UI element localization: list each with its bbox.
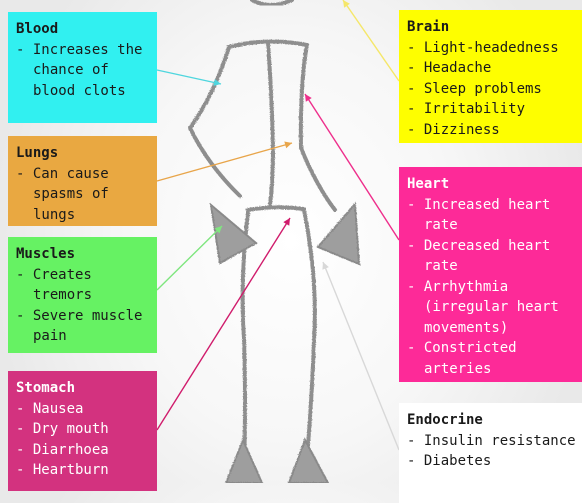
lungs-box: Lungs Can cause spasms of lungs xyxy=(8,136,157,226)
blood-list: Increases the chance of blood clots xyxy=(16,40,151,102)
heart-list: Increased heart rate Decreased heart rat… xyxy=(407,195,582,380)
heart-connector-arrowhead xyxy=(305,94,312,102)
stomach-item: Nausea xyxy=(16,399,151,420)
brain-box: Brain Light-headedness Headache Sleep pr… xyxy=(399,10,582,143)
figure-left-arm xyxy=(190,47,240,196)
stomach-title: Stomach xyxy=(16,378,151,399)
endocrine-title: Endocrine xyxy=(407,410,582,431)
blood-title: Blood xyxy=(16,19,151,40)
muscles-connector-line xyxy=(157,226,222,290)
brain-list: Light-headedness Headache Sleep problems… xyxy=(407,38,582,141)
brain-connector-arrowhead xyxy=(343,0,350,8)
endocrine-box: Endocrine Insulin resistance Diabetes xyxy=(399,403,582,503)
figure-left-foot xyxy=(226,440,262,483)
stomach-box: Stomach Nausea Dry mouth Diarrhoea Heart… xyxy=(8,371,157,491)
lungs-list: Can cause spasms of lungs xyxy=(16,164,151,226)
heart-item: Constricted arteries xyxy=(407,338,582,379)
stomach-item: Diarrhoea xyxy=(16,440,151,461)
muscles-title: Muscles xyxy=(16,244,151,265)
endocrine-list: Insulin resistance Diabetes xyxy=(407,431,582,472)
blood-connector-line xyxy=(157,70,221,84)
figure-head xyxy=(252,0,292,5)
brain-item: Dizziness xyxy=(407,120,582,141)
figure-right-hand xyxy=(318,204,359,264)
lungs-title: Lungs xyxy=(16,143,151,164)
brain-connector-line xyxy=(343,0,399,81)
figure-hips xyxy=(248,207,304,210)
brain-item: Light-headedness xyxy=(407,38,582,59)
figure-right-arm xyxy=(301,45,335,210)
stomach-list: Nausea Dry mouth Diarrhoea Heartburn xyxy=(16,399,151,481)
brain-item: Irritability xyxy=(407,99,582,120)
endocrine-connector-line xyxy=(323,262,399,450)
heart-title: Heart xyxy=(407,174,582,195)
endocrine-item: Insulin resistance xyxy=(407,431,582,452)
lungs-item: Can cause spasms of lungs xyxy=(16,164,151,226)
heart-item: Decreased heart rate xyxy=(407,236,582,277)
stomach-item: Heartburn xyxy=(16,460,151,481)
figure-right-foot xyxy=(289,440,328,483)
brain-item: Headache xyxy=(407,58,582,79)
muscles-list: Creates tremors Severe muscle pain xyxy=(16,265,151,347)
figure-right-leg xyxy=(304,210,315,470)
heart-box: Heart Increased heart rate Decreased hea… xyxy=(399,167,582,382)
figure-torso xyxy=(268,42,273,205)
blood-box: Blood Increases the chance of blood clot… xyxy=(8,12,157,123)
stomach-item: Dry mouth xyxy=(16,419,151,440)
heart-item: Arrhythmia (irregular heart movements) xyxy=(407,277,582,339)
lungs-connector-arrowhead xyxy=(284,142,292,149)
brain-title: Brain xyxy=(407,17,582,38)
muscles-box: Muscles Creates tremors Severe muscle pa… xyxy=(8,237,157,353)
blood-item: Increases the chance of blood clots xyxy=(16,40,151,102)
muscles-item: Creates tremors xyxy=(16,265,151,306)
muscles-item: Severe muscle pain xyxy=(16,306,151,347)
brain-item: Sleep problems xyxy=(407,79,582,100)
heart-item: Increased heart rate xyxy=(407,195,582,236)
endocrine-item: Diabetes xyxy=(407,451,582,472)
